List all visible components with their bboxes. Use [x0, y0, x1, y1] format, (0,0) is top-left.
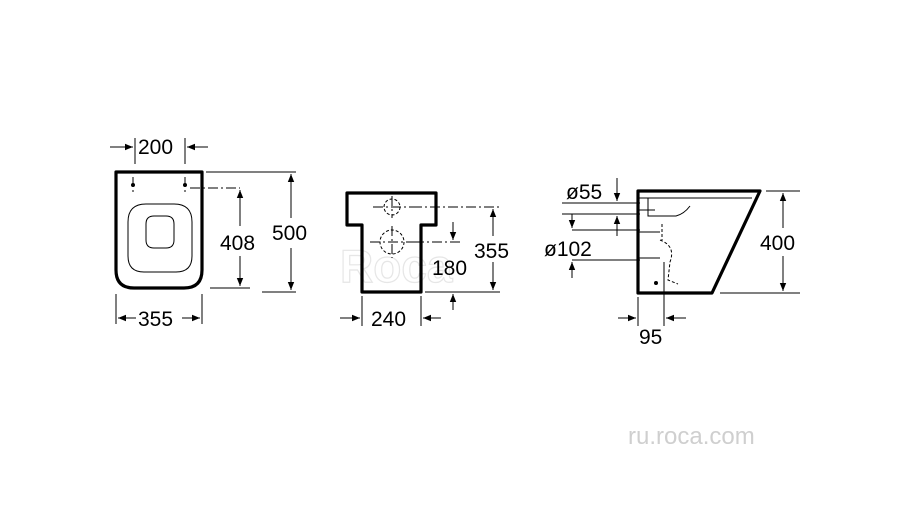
dim-seat-width: 200: [138, 136, 173, 159]
dim-rear-base-width: 240: [371, 308, 406, 331]
top-view-seat-inner: [145, 215, 175, 249]
dim-fixing-depth: 408: [220, 232, 255, 255]
rear-view: 240 180 355: [340, 191, 509, 331]
drain-point: [654, 281, 658, 285]
dim-inlet-diameter: ø55: [566, 181, 602, 204]
side-view: ø55 ø102 400 95: [544, 178, 800, 349]
outlet-circle: [379, 229, 405, 255]
top-view-seat: [127, 203, 193, 273]
dim-outlet-height: 180: [432, 257, 467, 280]
dim-outlet-offset: 95: [639, 326, 662, 349]
website-watermark: ru.roca.com: [628, 423, 755, 450]
side-view-outline: [636, 189, 762, 295]
dim-outlet-diameter: ø102: [544, 238, 592, 261]
top-view-outline: [114, 170, 204, 290]
dim-inlet-height: 355: [474, 240, 509, 263]
inlet-circle: [383, 198, 401, 216]
dim-total-depth: 500: [272, 222, 307, 245]
dim-total-height: 400: [760, 232, 795, 255]
trap-path: [659, 239, 679, 285]
dim-top-base-width: 355: [138, 308, 173, 331]
top-view: 200 355 408 500: [110, 136, 307, 331]
side-view-rim: [647, 198, 691, 217]
rear-view-outline: [345, 191, 438, 294]
roca-watermark-logo: Roca: [340, 240, 453, 292]
